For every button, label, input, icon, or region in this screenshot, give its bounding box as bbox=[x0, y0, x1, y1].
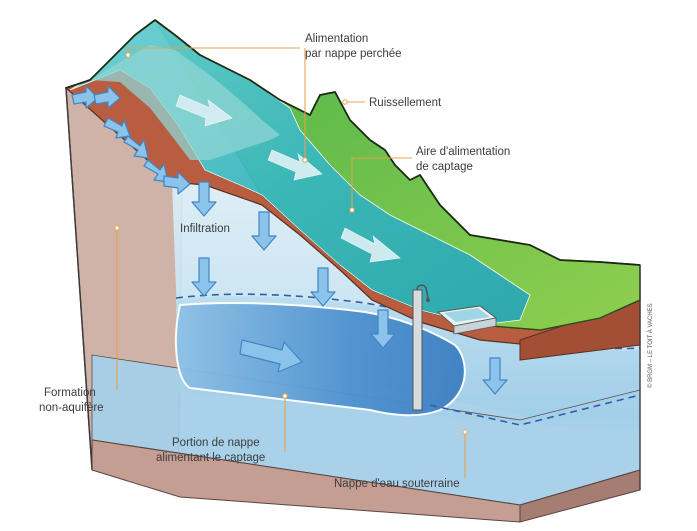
perched-arrow bbox=[123, 135, 149, 159]
infiltration-arrow bbox=[191, 181, 217, 217]
label-aire-line1: Aire d'alimentation bbox=[416, 146, 510, 158]
infiltration-arrow bbox=[310, 267, 336, 307]
leader-dots bbox=[114, 52, 468, 435]
perched-arrow bbox=[103, 117, 131, 139]
infiltration-arrow bbox=[191, 257, 217, 297]
perched-flow-arrows bbox=[71, 85, 191, 195]
infiltration-arrows bbox=[191, 181, 508, 395]
water-table-line-front bbox=[429, 394, 641, 426]
credit-text: © BRGM – LE TOIT À VACHES bbox=[647, 303, 654, 388]
capture-basin bbox=[436, 305, 498, 335]
label-ruissellement: Ruissellement bbox=[369, 97, 442, 109]
runoff-arrow bbox=[267, 149, 323, 181]
perched-arrow bbox=[71, 85, 99, 109]
label-infiltration: Infiltration bbox=[180, 223, 230, 235]
runoff-arrow bbox=[175, 94, 233, 127]
label-formation-line2: non-aquifère bbox=[39, 402, 104, 414]
infiltration-arrow bbox=[482, 357, 508, 395]
infiltration-arrow bbox=[251, 211, 277, 251]
perched-arrow bbox=[163, 171, 191, 195]
perched-arrow bbox=[143, 159, 169, 183]
block-left-edge bbox=[65, 87, 93, 471]
runoff-arrow bbox=[340, 227, 401, 263]
label-portion-line1: Portion de nappe bbox=[172, 437, 260, 449]
well-pipe bbox=[412, 284, 430, 411]
ridge-outline bbox=[65, 19, 641, 266]
groundwater-flow-arrow bbox=[239, 339, 303, 373]
label-formation-line1: Formation bbox=[44, 387, 96, 399]
infiltration-arrow bbox=[370, 309, 396, 349]
runoff-arrows bbox=[175, 94, 401, 263]
label-alimentation-line2: par nappe perchée bbox=[305, 48, 402, 60]
label-nappe: Nappe d'eau souterraine bbox=[334, 478, 460, 490]
label-aire-line2: de captage bbox=[416, 161, 473, 173]
perched-arrow bbox=[93, 85, 121, 109]
capture-portion bbox=[174, 301, 466, 417]
label-portion-line2: alimentant le captage bbox=[156, 452, 265, 464]
label-alimentation-line1: Alimentation bbox=[305, 33, 368, 45]
